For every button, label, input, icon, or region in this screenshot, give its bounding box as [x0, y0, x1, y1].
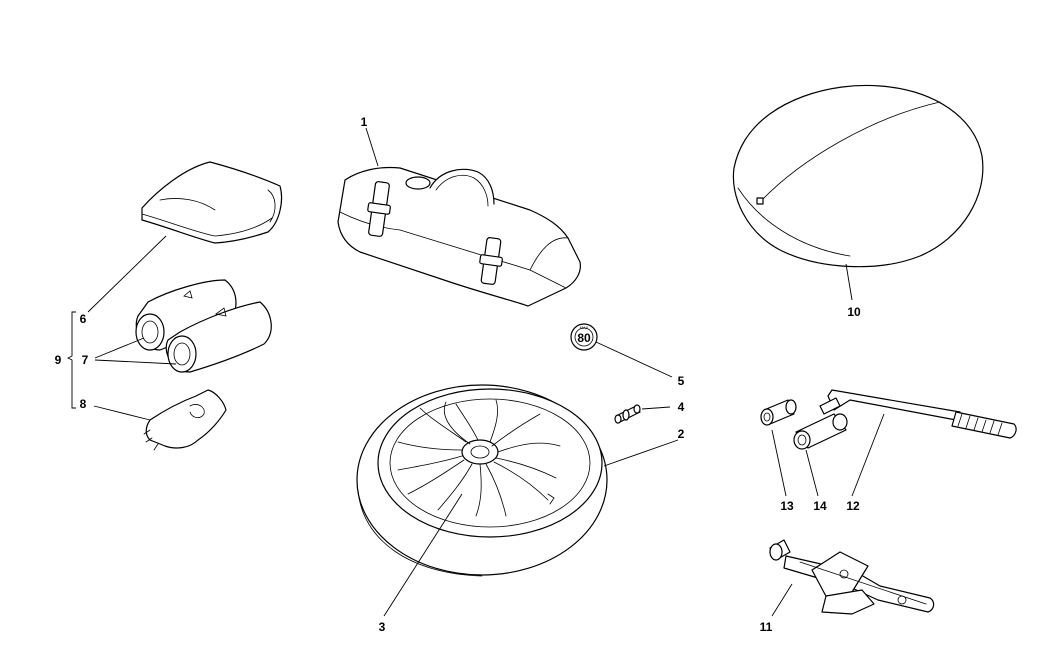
callout-numbers: 1 2 3 4 5 6 7 8 9 10 11 12 13 14: [55, 115, 861, 634]
badge-value: 80: [577, 331, 591, 345]
callout-11: 11: [760, 620, 773, 634]
callout-10: 10: [847, 305, 861, 319]
callout-2: 2: [678, 427, 685, 441]
callout-12: 12: [846, 499, 860, 513]
gloves: [143, 389, 227, 451]
spare-wheel: [356, 384, 608, 577]
callout-13: 13: [780, 499, 794, 513]
lug-wrench: [819, 389, 1017, 439]
callout-1: 1: [361, 115, 368, 129]
callout-5: 5: [678, 374, 685, 388]
callout-14: 14: [813, 499, 827, 513]
scissor-jack: [769, 539, 935, 615]
tool-bag: [337, 166, 581, 307]
callout-4: 4: [678, 400, 685, 414]
badge-ring-text: MAX: [580, 325, 589, 330]
callout-7: 7: [82, 353, 89, 367]
tire-valve: [614, 404, 641, 424]
folded-cloth: [141, 161, 283, 244]
callout-3: 3: [379, 620, 386, 634]
socket-13: [760, 399, 797, 426]
speed-limit-badge: 80 MAX: [570, 323, 598, 351]
rolled-covers: [135, 279, 272, 373]
wheel-cover: [732, 84, 984, 268]
callout-6: 6: [80, 312, 87, 326]
leader-lines: [66, 127, 885, 617]
callout-9: 9: [55, 353, 62, 367]
socket-14: [793, 413, 848, 450]
callout-8: 8: [80, 397, 87, 411]
